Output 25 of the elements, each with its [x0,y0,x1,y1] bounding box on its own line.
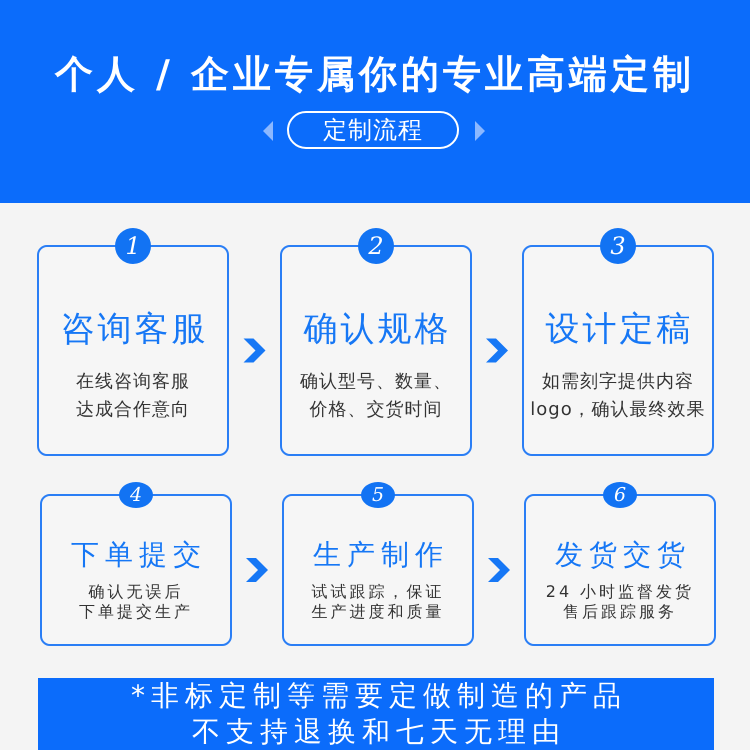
step-title: 发货交货 [554,538,691,572]
step-description: 确认型号、数量、价格、交货时间 [300,370,452,422]
notice-banner: *非标定制等需要定做制造的产品不支持退换和七天无理由 [38,678,714,750]
step-title: 生产制作 [312,538,449,572]
step-number-badge: 5 [361,482,395,508]
step-title: 下单提交 [70,538,207,572]
step-number-badge: 6 [603,482,637,508]
step-number-badge: 4 [119,482,153,508]
step-number-badge: 2 [358,228,394,264]
step-description: 试试跟踪，保证生产进度和质量 [312,582,444,622]
step-description: 确认无误后下单提交生产 [79,582,193,622]
step-number-badge: 1 [115,228,151,264]
step-description: 如需刻字提供内容logo，确认最终效果 [530,370,706,422]
chevron-arrow [488,558,510,582]
step-description: 在线咨询客服达成合作意向 [76,370,190,422]
chevron-arrow [246,558,268,582]
chevron-arrow [486,338,508,362]
step-title: 咨询客服 [60,309,208,350]
step-description: 24 小时监督发货售后跟踪服务 [546,582,694,622]
section-tag: 定制流程 [287,111,459,149]
chevron-arrow [244,338,266,362]
page-title: 个人 / 企业专属你的专业高端定制 [54,51,696,98]
step-title: 设计定稿 [544,309,694,350]
step-title: 确认规格 [302,309,452,350]
step-number-badge: 3 [600,228,636,264]
